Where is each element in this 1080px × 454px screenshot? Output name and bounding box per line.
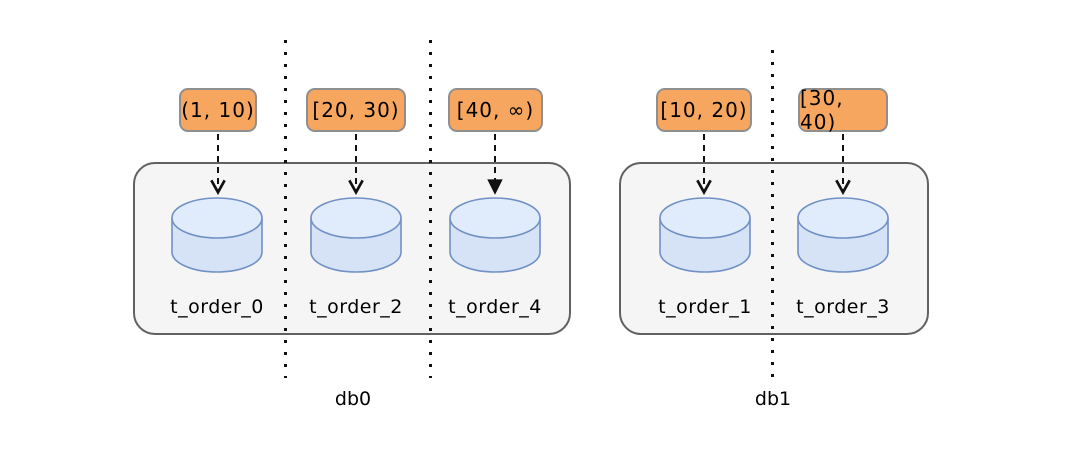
separator-dotted-line [771,50,774,378]
table-name: t_order_4 [448,296,542,318]
database-cylinder-icon [449,197,541,273]
database-cylinder-icon [797,197,889,273]
range-label: (1, 10) [179,88,257,132]
table-name: t_order_3 [796,296,890,318]
table-name: t_order_0 [170,296,264,318]
range-label: [20, 30) [306,88,406,132]
range-label: [30, 40) [798,86,888,134]
range-label: [10, 20) [656,88,752,132]
range-label: [40, ∞) [448,88,543,132]
database-name-db1: db1 [754,388,792,410]
table-name: t_order_1 [658,296,752,318]
database-cylinder-icon [171,197,263,273]
separator-dotted-line [284,40,287,378]
database-name-db0: db0 [334,388,372,410]
separator-dotted-line [429,40,432,378]
database-cylinder-icon [310,197,402,273]
database-cylinder-icon [659,197,751,273]
table-name: t_order_2 [309,296,403,318]
